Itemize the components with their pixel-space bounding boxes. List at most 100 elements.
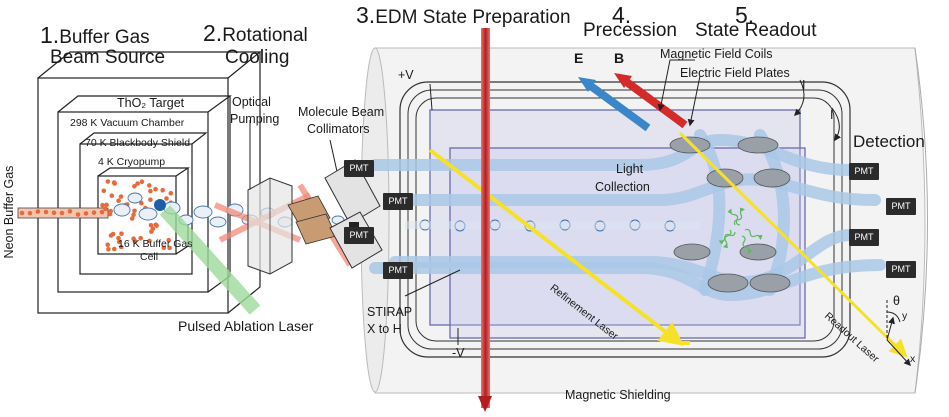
current-label-1: I: [802, 78, 806, 92]
cell-label-line2: Cell: [140, 251, 159, 263]
blackbody-shield-label: 70 K Blackbody Shield: [85, 137, 191, 149]
buffer-gas-particle: [111, 180, 117, 185]
buffer-gas-particle: [106, 247, 111, 252]
tho2-target-dot: [154, 199, 166, 211]
ablation-laser-label: Pulsed Ablation Laser: [178, 318, 314, 334]
buffer-gas-particle: [75, 212, 81, 217]
vacuum-chamber-label: 298 K Vacuum Chamber: [70, 117, 185, 129]
step-5-title: State Readout: [695, 20, 817, 41]
buffer-gas-particle: [119, 231, 124, 236]
light-collection-label-2: Collection: [595, 180, 650, 194]
buffer-gas-particle: [132, 184, 137, 189]
buffer-gas-particle: [101, 188, 107, 194]
pmt-left-1: PMT: [344, 160, 374, 177]
current-label-2: I: [830, 108, 834, 122]
buffer-gas-particle: [118, 244, 124, 250]
step-2-header: 2.Rotational: [203, 20, 308, 46]
buffer-gas-particle: [147, 183, 152, 188]
lab-axes: [886, 300, 911, 367]
buffer-gas-particle: [108, 233, 114, 238]
b-vector-label: B: [614, 50, 625, 66]
buffer-gas-particle: [116, 198, 121, 203]
buffer-gas-particle: [118, 194, 124, 199]
buffer-gas-particle: [164, 196, 169, 201]
buffer-gas-particle: [109, 193, 115, 198]
collimators-label-1: Molecule Beam: [298, 105, 385, 119]
refinement-laser: [428, 148, 690, 346]
buffer-gas-particle: [168, 190, 174, 196]
minus-v-label: -V: [452, 346, 465, 360]
step-1-subtitle: Beam Source: [50, 47, 166, 68]
buffer-gas-particle: [116, 239, 122, 245]
buffer-gas-particle: [132, 208, 137, 214]
readout-laser: [678, 131, 908, 358]
field-vectors: [578, 73, 688, 132]
buffer-gas-particle: [51, 210, 57, 216]
buffer-gas-particle: [167, 245, 172, 251]
buffer-gas-particle: [153, 222, 159, 228]
buffer-gas-particle: [116, 235, 121, 241]
pmt-right-4: PMT: [886, 261, 916, 278]
buffer-gas-particle: [139, 200, 144, 206]
magnetic-coils-label: Magnetic Field Coils: [660, 47, 773, 61]
buffer-gas-particle: [104, 202, 109, 208]
buffer-gas-particle: [27, 210, 33, 216]
buffer-gas-particle: [105, 242, 110, 248]
stirap-label-2: X to H: [367, 322, 402, 336]
buffer-gas-particle: [135, 181, 140, 186]
buffer-gas-particle: [166, 237, 171, 243]
buffer-gas-particle: [103, 206, 108, 212]
optical-pumping-label-1: Optical: [232, 95, 271, 109]
buffer-gas-particle: [153, 186, 158, 192]
pmt-left-4: PMT: [383, 262, 413, 279]
magnetic-shielding-cylinder: [360, 47, 928, 394]
e-vector-label: E: [574, 50, 584, 66]
buffer-gas-particle: [19, 210, 25, 216]
theta-label: θ: [893, 294, 900, 308]
cell-label-line1: 16 K Buffer Gas: [118, 238, 193, 250]
collimators-label-2: Collimators: [307, 122, 370, 136]
fluorescence-photons: [718, 207, 763, 254]
buffer-gas-particle: [148, 197, 153, 202]
pmt-right-3: PMT: [849, 229, 879, 246]
buffer-gas-particle: [131, 212, 136, 217]
molecule-beam-chamber: [404, 219, 701, 232]
ablation-laser-beam: [159, 205, 261, 315]
buffer-gas-particle: [100, 202, 105, 208]
buffer-gas-particle: [67, 209, 73, 214]
light-collection-label-1: Light: [616, 162, 644, 176]
buffer-gas-particle: [59, 210, 65, 216]
axis-x-label: x: [910, 353, 916, 365]
buffer-gas-particle: [105, 179, 111, 184]
buffer-gas-particle: [43, 209, 49, 215]
buffer-gas-particle: [112, 246, 117, 252]
buffer-gas-particle: [129, 216, 135, 221]
buffer-gas-particle: [150, 226, 156, 232]
buffer-gas-particle: [83, 211, 89, 216]
cryopump-label: 4 K Cryopump: [98, 156, 166, 168]
buffer-gas-particle: [148, 188, 153, 194]
step-3-header: 3.EDM State Preparation: [356, 2, 571, 28]
target-label: ThO₂ Target: [117, 96, 185, 110]
detection-label: Detection: [853, 132, 925, 151]
optical-pumping-label-2: Pumping: [230, 112, 280, 126]
step-4-title: Precession: [583, 20, 677, 41]
collection-lenses: [669, 136, 791, 293]
magnetic-shielding-label: Magnetic Shielding: [565, 388, 671, 402]
neon-buffer-gas-label: Neon Buffer Gas: [2, 165, 16, 259]
electric-plates-label: Electric Field Plates: [680, 66, 790, 80]
buffer-gas-particle: [99, 209, 105, 215]
buffer-gas-particle: [161, 245, 167, 251]
buffer-gas-particle: [138, 235, 143, 241]
stirap-label-1: STIRAP: [367, 305, 413, 319]
buffer-gas-particle: [108, 208, 113, 214]
pmt-right-2: PMT: [886, 198, 916, 215]
buffer-gas-particle: [147, 238, 152, 244]
buffer-gas-particle: [91, 210, 97, 215]
buffer-gas-particle: [139, 179, 145, 184]
buffer-gas-particle: [132, 238, 138, 244]
step-4-num: 4.: [612, 2, 632, 28]
edm-state-prep-laser: [478, 28, 492, 412]
optical-pumping-window: [247, 177, 293, 275]
